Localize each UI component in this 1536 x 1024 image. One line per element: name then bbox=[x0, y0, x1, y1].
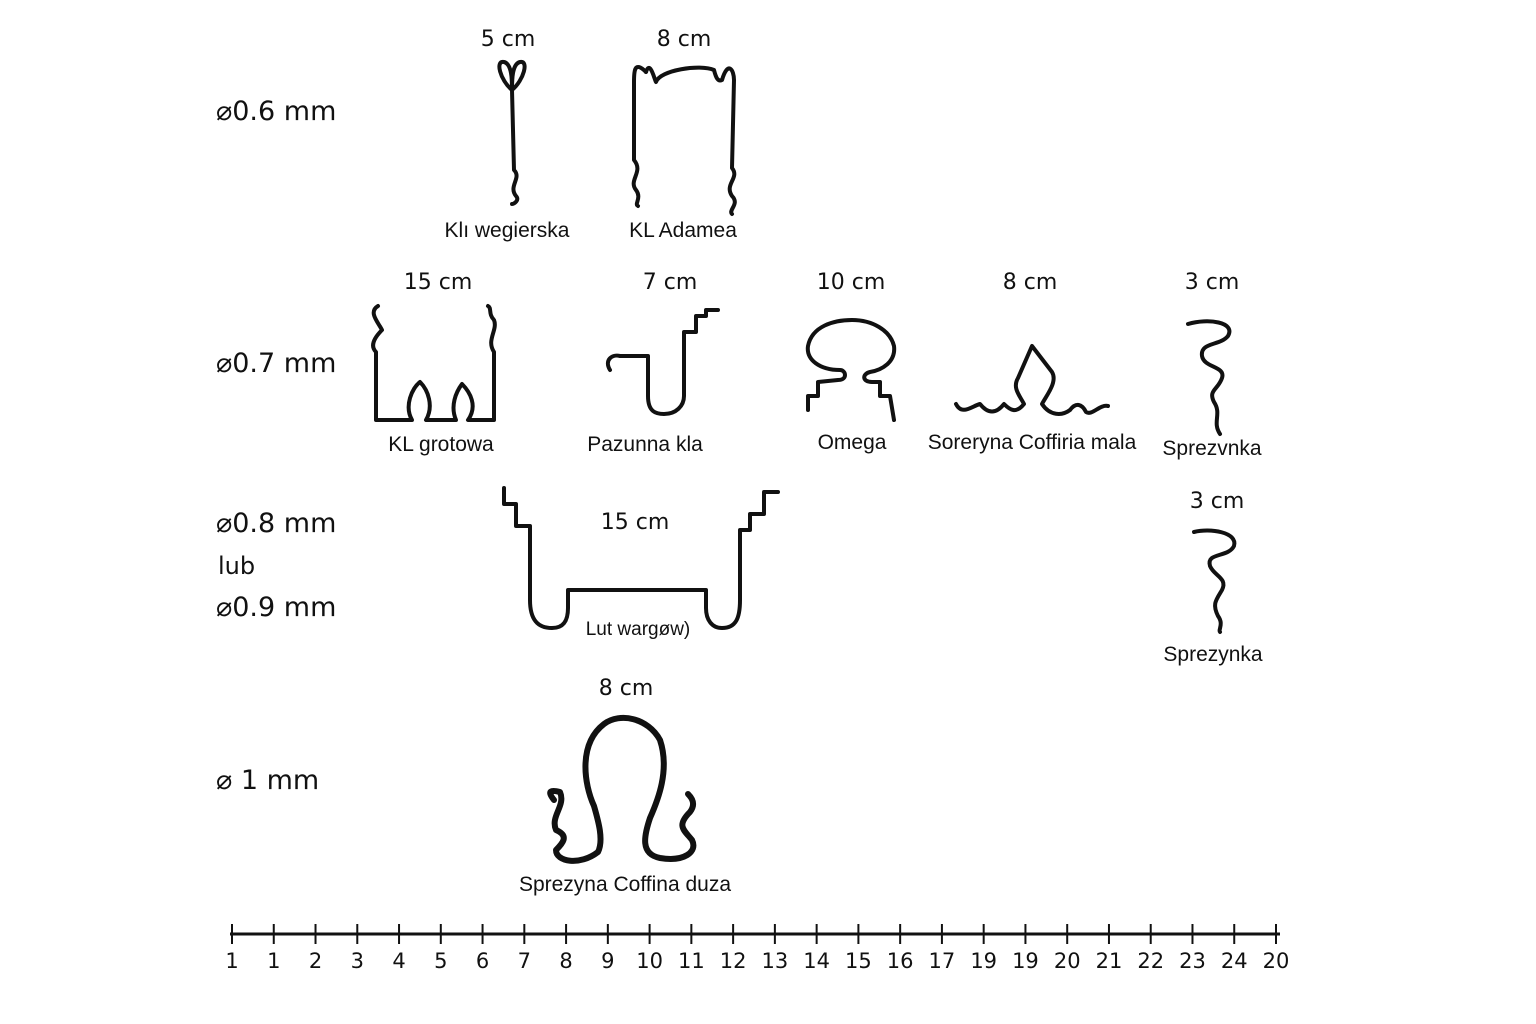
pazunna-kla-length: 7 cm bbox=[642, 270, 698, 295]
omega-name: Omega bbox=[817, 431, 887, 454]
sprezvnka-wire bbox=[1186, 319, 1232, 436]
kl-grotowa-length: 15 cm bbox=[403, 270, 473, 295]
coffina-duza-length: 8 cm bbox=[598, 676, 654, 701]
kl-adamea-length: 8 cm bbox=[656, 27, 712, 52]
kl-adamea-wire bbox=[644, 65, 737, 216]
ruler-tick-label: 9 bbox=[601, 949, 614, 973]
lut-wargow-wire bbox=[502, 486, 780, 630]
ruler-tick-label: 16 bbox=[887, 949, 914, 973]
sprezvnka-length: 3 cm bbox=[1184, 270, 1240, 295]
ruler-tick-label: 10 bbox=[636, 949, 663, 973]
ruler-tick-label: 6 bbox=[476, 949, 489, 973]
ruler-tick-label: 19 bbox=[970, 949, 997, 973]
soreryna-wire bbox=[954, 344, 1110, 416]
ruler-tick-label: 4 bbox=[392, 949, 405, 973]
sprezvnka-name: Sprezvnka bbox=[1162, 437, 1262, 460]
ruler-tick-label: 12 bbox=[720, 949, 747, 973]
ruler-tick-label: 8 bbox=[559, 949, 572, 973]
ruler-tick-label: 21 bbox=[1096, 949, 1123, 973]
sprezynka-name: Sprezynka bbox=[1163, 643, 1263, 666]
ruler-tick-label: 1 bbox=[267, 949, 280, 973]
lut-wargow-name: Lut wargøw) bbox=[585, 619, 691, 640]
sprezynka-length: 3 cm bbox=[1189, 489, 1245, 514]
ruler-tick-label: 7 bbox=[518, 949, 531, 973]
diameter-0-9-label: ⌀0.9 mm bbox=[216, 592, 337, 623]
diameter-0-6-label: ⌀0.6 mm bbox=[216, 96, 337, 127]
ruler-tick-label: 22 bbox=[1137, 949, 1164, 973]
ruler-tick-label: 1 bbox=[225, 949, 238, 973]
kl-grotowa-wire bbox=[371, 304, 497, 422]
ruler-tick-label: 20 bbox=[1054, 949, 1081, 973]
kl-wegierska-name: Klı wegierska bbox=[444, 219, 570, 242]
coffina-duza-name: Sprezyna Coffina duza bbox=[518, 873, 732, 896]
diameter-0-7-label: ⌀0.7 mm bbox=[216, 348, 337, 379]
ruler-tick-label: 24 bbox=[1221, 949, 1248, 973]
pazunna-kla-wire bbox=[605, 308, 720, 416]
omega-length: 10 cm bbox=[816, 270, 886, 295]
ruler-tick-label: 19 bbox=[1012, 949, 1039, 973]
ruler-tick-label: 2 bbox=[309, 949, 322, 973]
kl-grotowa-name: KL grotowa bbox=[388, 433, 494, 456]
ruler-tick-label: 3 bbox=[351, 949, 364, 973]
ruler-tick-label: 20 bbox=[1263, 949, 1290, 973]
kl-wegierska-length: 5 cm bbox=[480, 27, 536, 52]
coffina-duza-wire bbox=[547, 714, 697, 864]
soreryna-length: 8 cm bbox=[1002, 270, 1058, 295]
ruler-tick-label: 15 bbox=[845, 949, 872, 973]
pazunna-kla-name: Pazunna kla bbox=[587, 433, 703, 456]
ruler-tick-label: 17 bbox=[929, 949, 956, 973]
lub-label: lub bbox=[218, 552, 256, 580]
sprezynka-wire bbox=[1192, 528, 1237, 634]
diameter-1-label: ⌀ 1 mm bbox=[216, 765, 320, 796]
ruler-tick-label: 14 bbox=[803, 949, 830, 973]
ruler-tick-label: 5 bbox=[434, 949, 447, 973]
kl-adamea-name: KL Adamea bbox=[629, 219, 737, 242]
kl-wegierska-wire bbox=[497, 60, 527, 206]
soreryna-name: Soreryna Coffiria mala bbox=[927, 431, 1137, 454]
ruler-tick-label: 11 bbox=[678, 949, 705, 973]
diameter-0-8-label: ⌀0.8 mm bbox=[216, 508, 337, 539]
ruler-tick-label: 23 bbox=[1179, 949, 1206, 973]
omega-wire bbox=[805, 318, 897, 422]
ruler-tick-label: 13 bbox=[762, 949, 789, 973]
lut-wargow-length: 15 cm bbox=[600, 510, 670, 535]
kl-adamea-wire-left bbox=[631, 65, 648, 208]
